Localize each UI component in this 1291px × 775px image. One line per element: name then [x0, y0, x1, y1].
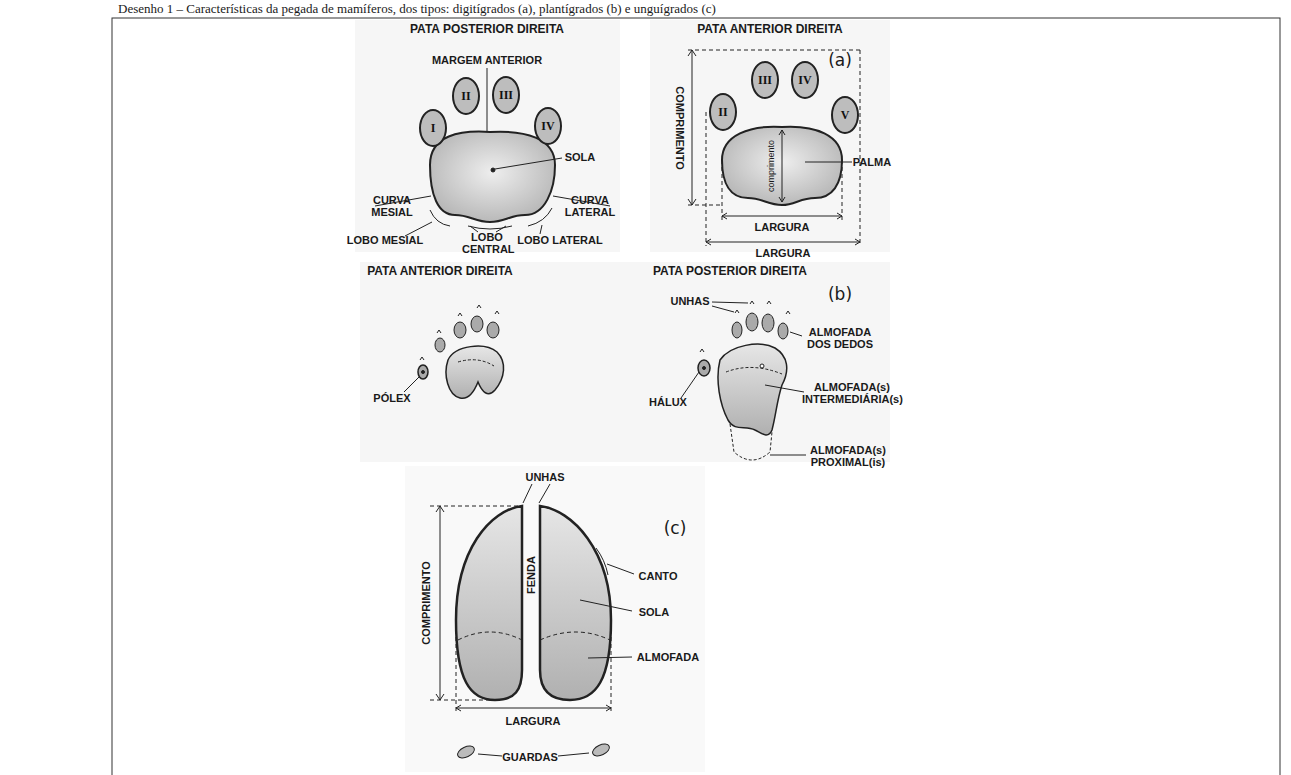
toe-pad: III — [492, 76, 520, 114]
toe-pad: IV — [534, 107, 562, 145]
part-label: SOLA — [565, 151, 596, 163]
part-label: ALMOFADA(s) INTERMEDIÁRIA(s) — [802, 381, 902, 405]
part-label: LOBO MESIAL — [347, 234, 423, 246]
toe-number: IV — [541, 119, 554, 134]
toe-pad: II — [452, 77, 480, 115]
part-label: HÁLUX — [649, 396, 687, 408]
panel-letter: (b) — [828, 285, 852, 304]
dimension-label: LARGURA — [756, 247, 811, 259]
panel-letter: (a) — [828, 51, 852, 70]
toe-number: V — [841, 108, 850, 123]
part-label: PALMA — [853, 156, 891, 168]
toe-pad: I — [419, 109, 447, 147]
part-label: LOBO LATERAL — [517, 234, 602, 246]
dimension-label: LARGURA — [755, 221, 810, 233]
part-label: ALMOFADA DOS DEDOS — [800, 326, 880, 350]
part-label: PÓLEX — [373, 392, 410, 404]
toe-number: I — [431, 121, 436, 136]
dimension-label: LARGURA — [506, 715, 561, 727]
panel-heading: PATA ANTERIOR DIREITA — [697, 23, 843, 36]
panel-heading: PATA POSTERIOR DIREITA — [653, 265, 807, 278]
toe-number: III — [499, 88, 513, 103]
dimension-label: COMPRIMENTO — [420, 561, 432, 645]
toe-pad: V — [831, 96, 859, 134]
part-label: ALMOFADA(s) PROXIMAL(is) — [803, 444, 893, 468]
figure-title: Desenho 1 – Características da pegada de… — [118, 2, 716, 16]
dimension-label: comprimento — [767, 140, 777, 192]
panel-heading: PATA POSTERIOR DIREITA — [410, 23, 564, 36]
toe-pad: III — [751, 61, 779, 99]
panel-letter: (c) — [664, 519, 687, 538]
part-label: CURVA LATERAL — [555, 194, 625, 218]
part-label: CANTO — [639, 570, 678, 582]
part-label: UNHAS — [670, 295, 709, 307]
part-label: SOLA — [639, 606, 670, 618]
toe-number: III — [758, 73, 772, 88]
part-label: MARGEM ANTERIOR — [432, 54, 542, 66]
toe-number: IV — [798, 73, 811, 88]
toe-pad: IV — [791, 61, 819, 99]
panel-heading: PATA ANTERIOR DIREITA — [367, 265, 513, 278]
part-label: GUARDAS — [502, 751, 558, 763]
dimension-label: COMPRIMENTO — [674, 86, 686, 170]
toe-pad: II — [709, 93, 737, 131]
part-label: ALMOFADA — [637, 651, 699, 663]
toe-number: II — [718, 105, 727, 120]
part-label: FENDA — [525, 556, 537, 594]
part-label: UNHAS — [525, 471, 564, 483]
toe-number: II — [461, 89, 470, 104]
part-label: CURVA MESIAL — [362, 194, 422, 218]
part-label: LOBO CENTRAL — [462, 231, 512, 255]
